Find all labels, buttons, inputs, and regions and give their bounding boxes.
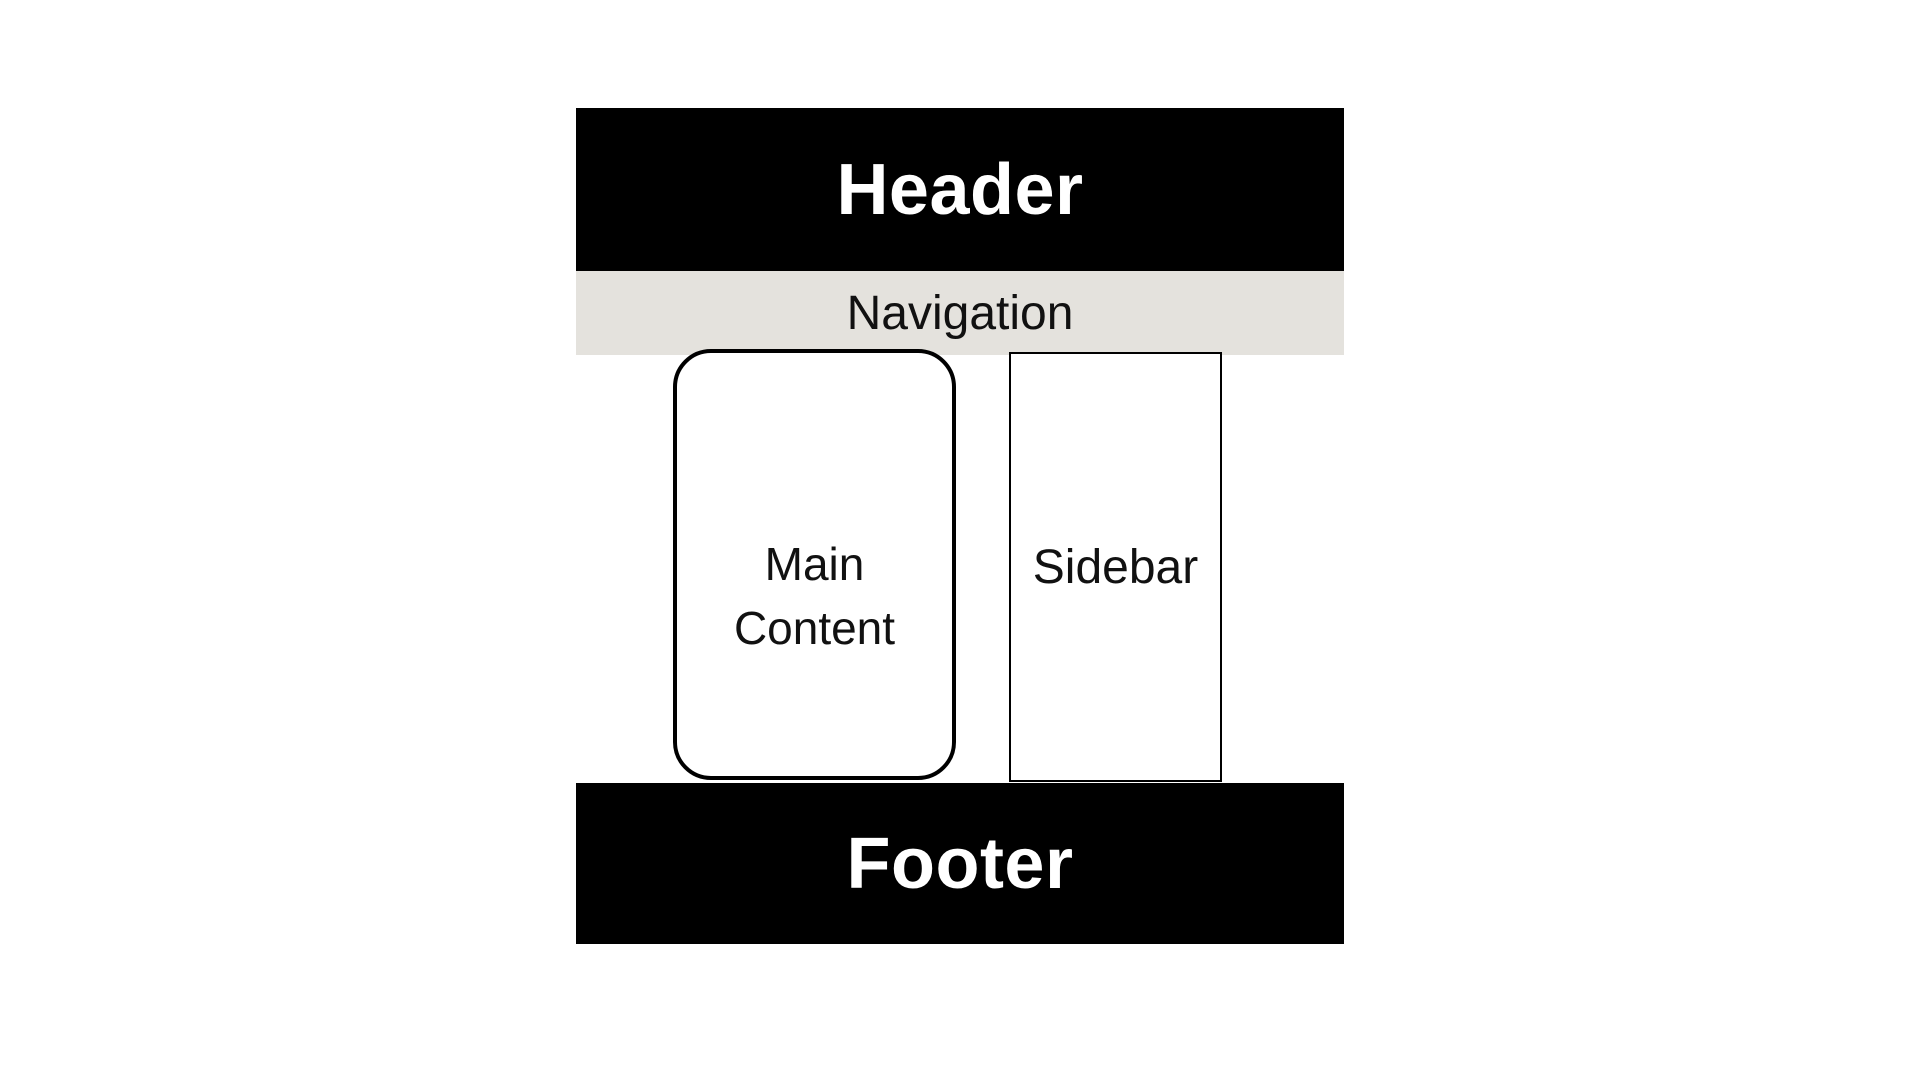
footer-label: Footer	[846, 823, 1074, 904]
header-label: Header	[836, 149, 1084, 230]
sidebar-label: Sidebar	[1032, 540, 1199, 594]
navigation-label: Navigation	[846, 286, 1074, 340]
footer-band: Footer	[576, 783, 1344, 944]
sidebar-box: Sidebar	[1009, 352, 1222, 782]
main-content-box: Main Content	[673, 349, 956, 780]
main-content-label: Main Content	[733, 537, 896, 654]
header-band: Header	[576, 108, 1344, 271]
navigation-band: Navigation	[576, 271, 1344, 355]
